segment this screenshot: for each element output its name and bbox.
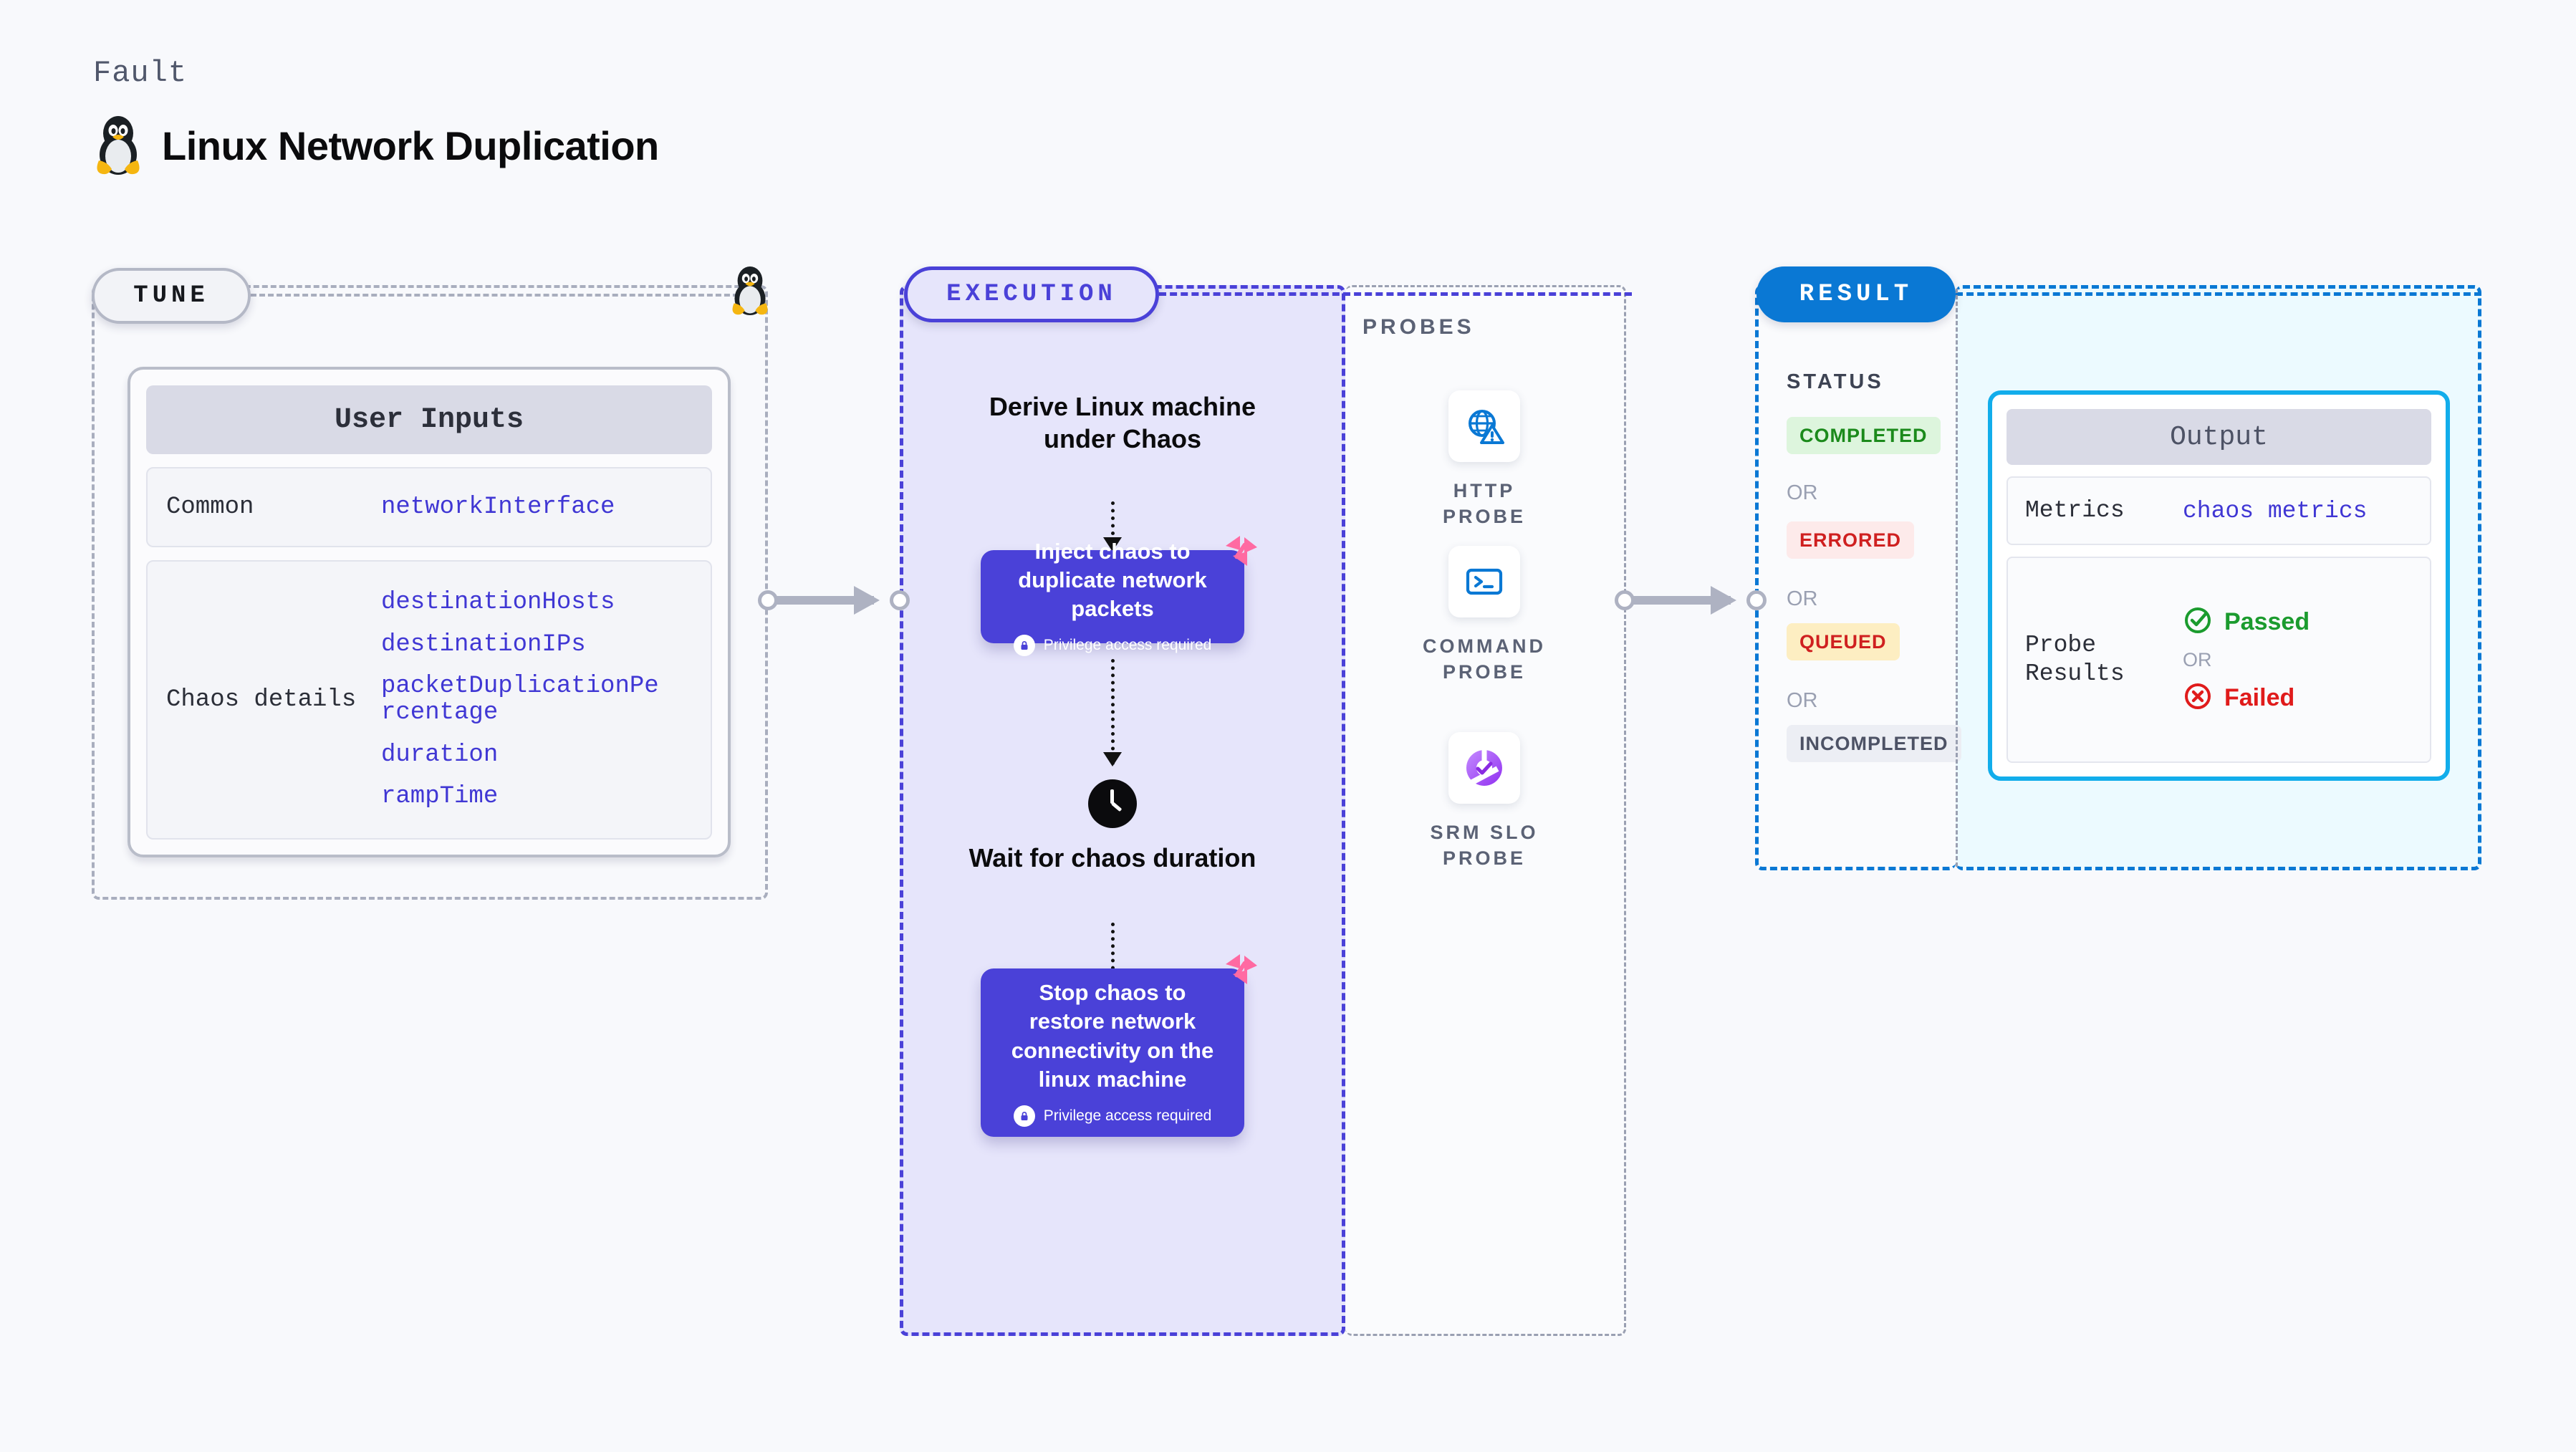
- param-destinationhosts[interactable]: destinationHosts: [381, 588, 615, 616]
- harness-logo-icon: [1221, 532, 1261, 575]
- globe-warning-icon: [1448, 390, 1520, 462]
- result-top-dashed-line: [1956, 292, 2481, 296]
- status-badge-incompleted: INCOMPLETED: [1787, 725, 1961, 762]
- privilege-notice: Privilege access required: [1013, 1105, 1212, 1128]
- probe-label: HTTP PROBE: [1442, 480, 1527, 528]
- param-list: networkInterface: [381, 494, 615, 521]
- flow-arrow-1: [1103, 501, 1122, 552]
- param-destinationips[interactable]: destinationIPs: [381, 630, 586, 658]
- probe-label: COMMAND PROBE: [1423, 635, 1546, 683]
- or-label: OR: [1787, 689, 1818, 712]
- exec-card-stop-chaos[interactable]: Stop chaos to restore network connectivi…: [981, 954, 1257, 1137]
- page-title-row: Linux Network Duplication: [93, 115, 659, 176]
- exec-step-wait-duration: Wait for chaos duration: [969, 843, 1256, 872]
- check-circle-icon: [2183, 605, 2213, 639]
- x-circle-icon: [2183, 681, 2213, 715]
- harness-logo-icon: [1221, 950, 1261, 994]
- clock-icon: [1088, 779, 1137, 828]
- privilege-notice: Privilege access required: [1013, 635, 1212, 657]
- tune-linux-penguin-icon: [729, 265, 771, 320]
- linux-penguin-icon: [93, 115, 143, 176]
- lock-icon: [1013, 635, 1035, 657]
- execution-pill-label: EXECUTION: [904, 266, 1159, 322]
- lock-icon: [1013, 1105, 1035, 1128]
- exec-card-inject-chaos[interactable]: Inject chaos to duplicate network packet…: [981, 536, 1257, 657]
- probe-result-failed: Failed: [2183, 681, 2310, 715]
- passed-label: Passed: [2224, 607, 2310, 635]
- status-badge-queued: QUEUED: [1787, 623, 1900, 660]
- status-badge-completed: COMPLETED: [1787, 417, 1941, 454]
- metrics-label: Metrics: [2025, 496, 2125, 524]
- status-badge-errored: ERRORED: [1787, 521, 1915, 559]
- or-label: OR: [1787, 481, 1818, 504]
- param-ramptime[interactable]: rampTime: [381, 783, 499, 811]
- probe-http[interactable]: HTTP PROBE: [1413, 390, 1556, 530]
- privilege-text: Privilege access required: [1043, 637, 1212, 654]
- srm-slo-icon: [1448, 732, 1520, 804]
- user-inputs-title: User Inputs: [146, 385, 712, 454]
- metrics-value[interactable]: chaos metrics: [2183, 497, 2368, 524]
- connector-tune-to-execution: [758, 586, 910, 615]
- tune-top-dashed-line: [251, 294, 756, 297]
- connector-probes-to-result: [1615, 586, 1767, 615]
- input-section-chaos-details: Chaos details destinationHosts destinati…: [146, 560, 712, 840]
- probe-results-label: Probe Results: [2025, 631, 2125, 687]
- result-pill-label: RESULT: [1756, 266, 1956, 322]
- probe-srm-slo[interactable]: SRM SLO PROBE: [1413, 732, 1556, 872]
- output-metrics-row: Metrics chaos metrics: [2007, 476, 2431, 545]
- param-duration[interactable]: duration: [381, 741, 499, 769]
- execution-top-dashed-line: [1159, 292, 1632, 296]
- output-card: Output Metrics chaos metrics Probe Resul…: [1988, 390, 2450, 781]
- exec-card-text: Stop chaos to restore network connectivi…: [1011, 979, 1214, 1092]
- page-subtitle: Fault: [93, 56, 188, 90]
- exec-card-text: Inject chaos to duplicate network packet…: [1018, 538, 1207, 622]
- page-title: Linux Network Duplication: [162, 122, 659, 168]
- tune-pill-label: TUNE: [92, 268, 251, 324]
- terminal-icon: [1448, 546, 1520, 617]
- output-probe-results-row: Probe Results Passed OR: [2007, 557, 2431, 763]
- probes-section-label: PROBES: [1363, 315, 1475, 339]
- result-status-panel: [1755, 285, 1956, 870]
- probe-command[interactable]: COMMAND PROBE: [1413, 546, 1556, 686]
- probe-label: SRM SLO PROBE: [1430, 822, 1539, 870]
- param-list: destinationHosts destinationIPs packetDu…: [381, 590, 668, 810]
- param-networkinterface[interactable]: networkInterface: [381, 493, 615, 521]
- section-label: Chaos details: [166, 686, 357, 713]
- result-panel-divider: [1956, 289, 1958, 867]
- probe-result-passed: Passed: [2183, 605, 2310, 639]
- or-label: OR: [2183, 648, 2212, 670]
- param-packetduplicationpercentage[interactable]: packetDuplicationPercentage: [381, 673, 659, 726]
- status-section-label: STATUS: [1787, 370, 1884, 393]
- probe-results-values: Passed OR Failed: [2183, 605, 2310, 715]
- privilege-text: Privilege access required: [1043, 1107, 1212, 1125]
- or-label: OR: [1787, 587, 1818, 610]
- input-section-common: Common networkInterface: [146, 467, 712, 547]
- flow-arrow-2: [1103, 659, 1122, 766]
- user-inputs-card: User Inputs Common networkInterface Chao…: [128, 367, 731, 857]
- failed-label: Failed: [2224, 683, 2295, 711]
- section-label: Common: [166, 493, 254, 521]
- exec-step-derive-machine: Derive Linux machine under Chaos: [989, 392, 1256, 453]
- output-card-title: Output: [2007, 409, 2431, 465]
